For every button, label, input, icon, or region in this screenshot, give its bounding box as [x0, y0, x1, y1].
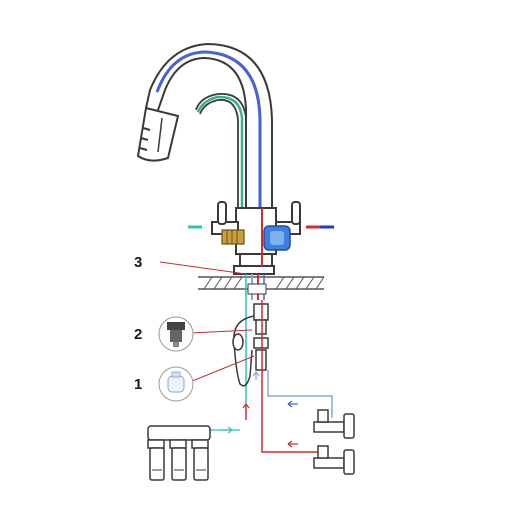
callout-3-number: 3	[134, 254, 142, 271]
blue-cold-water-handle-icon	[263, 225, 291, 251]
callout-1-number: 1	[134, 376, 142, 393]
diverter-valve-icon	[253, 303, 269, 371]
flow-arrows	[220, 371, 298, 448]
filtered-water-line-in-spout	[196, 95, 244, 232]
shower-hose-icon	[233, 315, 255, 387]
hot-water-supply-line	[261, 300, 326, 453]
adapter-connector-icon	[158, 316, 194, 352]
cold-water-line-in-spout	[155, 50, 262, 238]
angle-valve-icon	[313, 409, 355, 439]
connector-fitting-icon	[158, 366, 194, 402]
main-gooseneck-spout	[145, 42, 273, 238]
supply-pipes	[245, 274, 267, 410]
angle-valve-icon	[313, 445, 355, 475]
callout-2-leader	[189, 329, 253, 334]
cold-water-supply-line	[267, 370, 333, 418]
callout-3-leader	[159, 261, 247, 275]
brass-cartridge-icon	[221, 229, 245, 245]
callout-2-number: 2	[134, 326, 142, 343]
three-stage-filter-icon	[147, 425, 211, 481]
filter-spout-icon	[195, 93, 247, 232]
pull-out-spray-head-icon	[136, 106, 180, 162]
callout-1-leader	[189, 355, 255, 383]
